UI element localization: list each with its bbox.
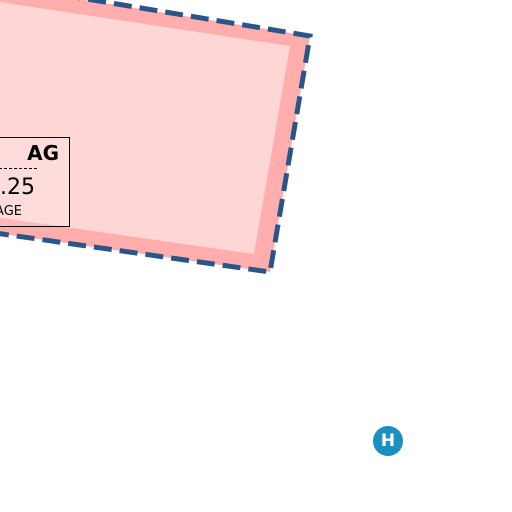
- hospital-icon[interactable]: H: [373, 426, 403, 456]
- parcel-dashed-outline: [0, 0, 313, 275]
- zoning-unit-label: AGE: [0, 204, 22, 219]
- zoning-label-box[interactable]: AG .25 AGE: [0, 137, 70, 227]
- label-divider: [0, 168, 37, 169]
- zoning-value-label: .25: [0, 175, 35, 200]
- hospital-marker-letter: H: [380, 431, 396, 451]
- parcel-fill: [0, 2, 290, 254]
- zoning-parcel[interactable]: [0, 0, 313, 275]
- zoning-code-label: AG: [27, 141, 59, 165]
